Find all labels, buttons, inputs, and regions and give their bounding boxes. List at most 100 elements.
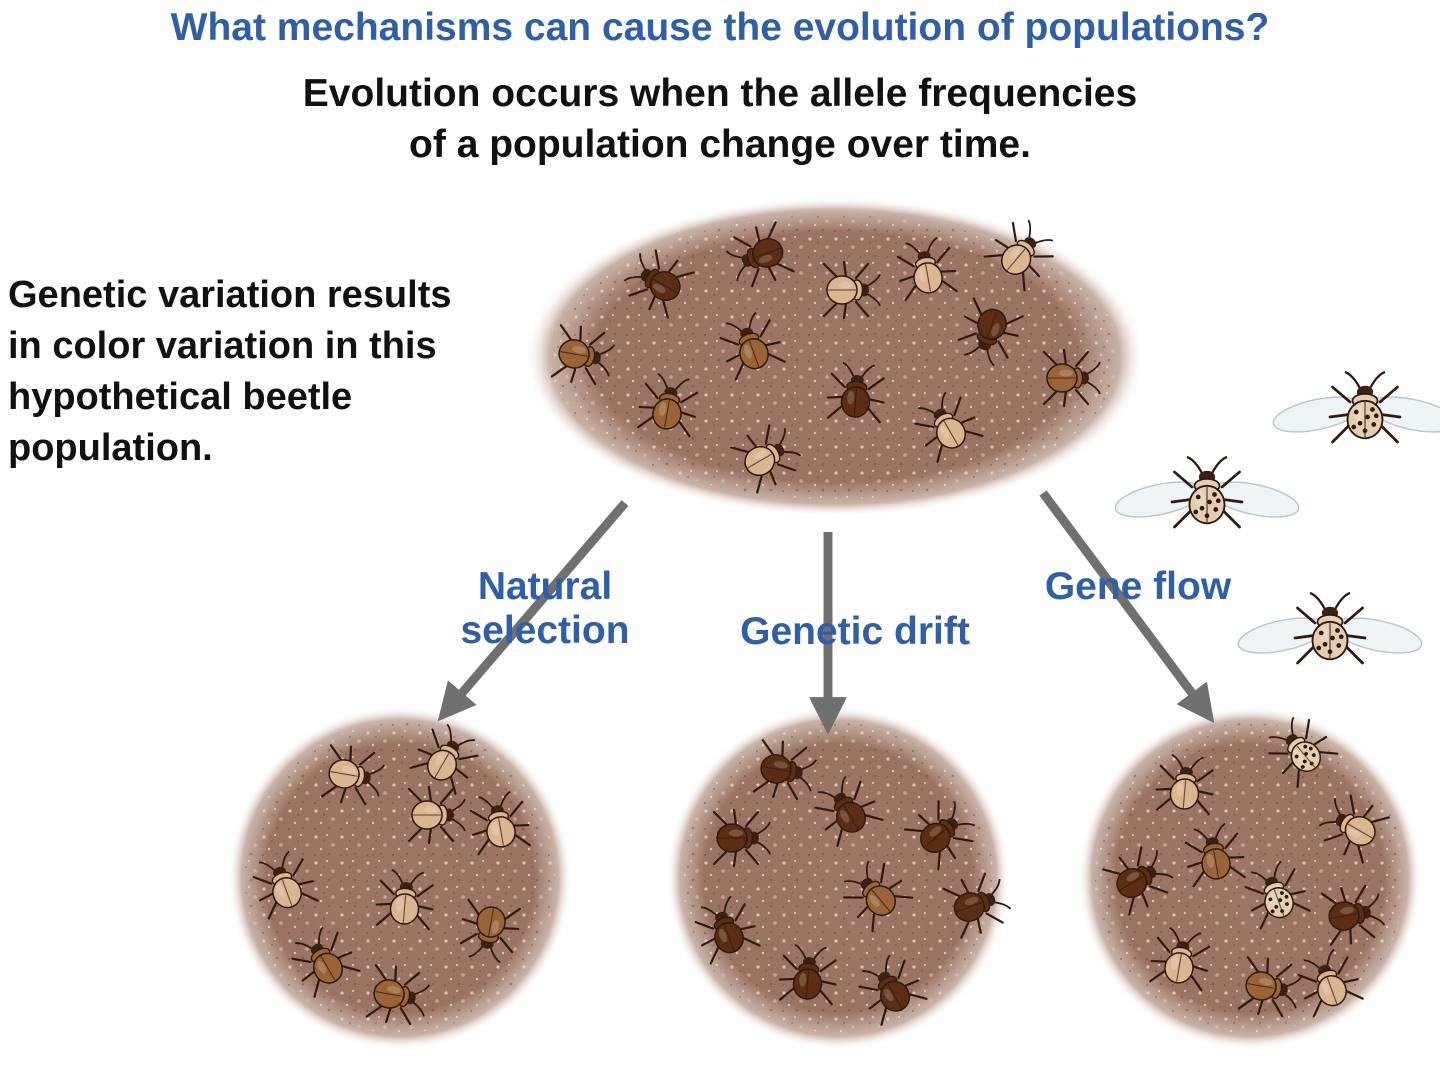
beetle-leg [730, 446, 752, 454]
beetle-shell-seam [887, 983, 903, 1009]
beetle-leg [512, 832, 531, 847]
beetle-spot [1327, 649, 1333, 655]
beetle-leg [458, 754, 479, 761]
beetle-leg [462, 918, 479, 925]
after-gene-flow-beetle-medium [1237, 956, 1303, 1018]
gene-flow-beetles [1102, 716, 1390, 1018]
beetle-leg [1148, 885, 1169, 894]
beetle-leg [768, 469, 777, 486]
beetle-leg [1349, 794, 1356, 815]
beetle-leg [628, 288, 649, 297]
beetle-shell-seam [943, 420, 959, 446]
beetle-leg [1379, 413, 1402, 419]
beetle-leg [959, 416, 976, 425]
beetle-shell-seam [281, 879, 293, 906]
beetle-antenna [478, 796, 494, 809]
beetle-antenna [367, 781, 380, 797]
beetle-shine [1258, 978, 1273, 986]
beetle-leg [467, 898, 482, 918]
caption-line-4: population. [8, 427, 213, 469]
beetle-leg [871, 910, 876, 933]
beetle-shell-seam [498, 818, 505, 846]
beetle-leg [1320, 892, 1340, 907]
after-natural-selection-beetle-light [252, 850, 319, 920]
beetle-leg [936, 441, 944, 463]
beetle-leg [472, 829, 489, 836]
beetle-shine [424, 806, 438, 814]
beetle-leg [903, 979, 920, 988]
beetle-shell-seam [1182, 779, 1187, 808]
after-natural-selection-beetle-medium [459, 898, 521, 964]
beetle-antenna [1155, 873, 1174, 879]
beetle-spot [1318, 630, 1324, 636]
beetle-leg [1155, 787, 1173, 791]
beetle-shine [1176, 782, 1184, 797]
beetle-antenna [1186, 455, 1203, 474]
beetle-leg [449, 773, 457, 795]
beetle-shell-seam [925, 264, 932, 292]
gene-flow-label: Gene flow [1044, 565, 1232, 608]
beetle-spot [1285, 902, 1289, 906]
beetle-spot [1284, 894, 1289, 899]
beetle-shine [659, 402, 667, 417]
beetle-leg [733, 236, 752, 248]
beetle-leg [857, 904, 870, 919]
after-genetic-drift-beetle-dark [942, 872, 1012, 939]
beetle-leg [972, 297, 984, 318]
beetle-antenna [657, 372, 669, 389]
beetle-leg [1343, 989, 1364, 1000]
beetle-leg [1001, 331, 1019, 337]
beetle-leg [1246, 956, 1261, 975]
beetle-spot [1294, 754, 1299, 759]
beetle-leg [1331, 385, 1352, 404]
beetle-leg [1288, 890, 1306, 896]
beetle-leg [782, 954, 798, 971]
beetle-antenna [1193, 828, 1209, 841]
beetle-spot [1308, 746, 1313, 751]
beetle-antenna [963, 345, 981, 356]
beetle-leg [1312, 997, 1324, 1018]
after-genetic-drift-beetle-dark [694, 895, 761, 965]
beetle-leg [673, 271, 695, 279]
natural-selection-label-line-1: Natural [477, 565, 613, 608]
beetle-leg [859, 800, 876, 809]
original-population-grain [550, 215, 1120, 499]
caption-line-1: Genetic variation results [8, 274, 452, 316]
natural-selection-label: Natural selection [440, 565, 650, 653]
original-beetle-medium [719, 311, 786, 381]
beetle-leg [648, 294, 657, 311]
beetle-spot [1213, 507, 1219, 512]
beetle-leg [957, 332, 978, 342]
variation-caption: Genetic variation results in color varia… [8, 270, 528, 474]
beetle-leg [1282, 760, 1295, 775]
beetle-shine [884, 988, 894, 1002]
original-beetle-medium [637, 372, 699, 438]
beetle-spot [1322, 641, 1328, 647]
beetle-shell-seam [754, 247, 781, 259]
beetle-leg [917, 814, 932, 827]
beetle-leg [862, 813, 884, 821]
after-gene-flow-beetle-light [1318, 794, 1390, 864]
beetle-antenna [1367, 893, 1380, 909]
beetle-shell-seam [652, 278, 678, 294]
beetle-leg [786, 782, 799, 801]
beetle-leg [1378, 385, 1399, 404]
beetle-antenna [391, 868, 404, 885]
beetle-leg [1250, 902, 1267, 912]
original-beetle-medium [1042, 348, 1101, 408]
beetle-leg [1027, 263, 1040, 278]
beetle-shine [1340, 906, 1355, 915]
beetle-antenna [990, 878, 1001, 896]
beetle-antenna [599, 344, 616, 356]
after-natural-selection-beetle-light [407, 785, 466, 845]
beetle-antenna [1268, 736, 1288, 741]
beetle-antenna [318, 926, 324, 945]
beetle-antenna [861, 970, 880, 978]
beetle-antenna [994, 901, 1012, 910]
beetle-shine [1196, 490, 1206, 509]
after-genetic-drift-beetle-dark [778, 943, 837, 1006]
beetle-leg [750, 267, 760, 288]
beetle-shine [799, 972, 807, 987]
beetle-antenna [451, 818, 466, 832]
beetle-leg [865, 405, 881, 424]
